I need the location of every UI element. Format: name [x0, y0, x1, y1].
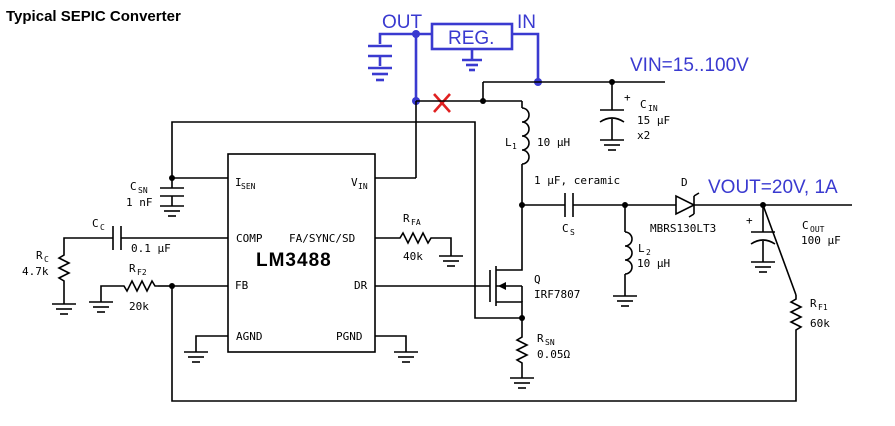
- pin-agnd: AGND: [236, 330, 263, 343]
- cout-value: 100 µF: [801, 234, 841, 247]
- pin-vin: V: [351, 176, 358, 189]
- l2-ref: L: [638, 242, 645, 255]
- rc-sub: C: [44, 255, 49, 264]
- csn-value: 1 nF: [126, 196, 153, 209]
- cs-sub: S: [570, 228, 575, 237]
- pin-dr: DR: [354, 279, 368, 292]
- cout-ref: C: [802, 219, 809, 232]
- ic-name: LM3488: [256, 250, 332, 271]
- rc-value: 4.7k: [22, 265, 49, 278]
- q-ref: Q: [534, 273, 541, 286]
- l1-value: 10 µH: [537, 136, 570, 149]
- cin-extra: x2: [637, 129, 650, 142]
- mosfet-q: Q IRF7807: [375, 265, 580, 321]
- pin-pgnd: PGND: [336, 330, 363, 343]
- pin-fa: FA/SYNC/SD: [289, 232, 355, 245]
- rfa-sub: FA: [411, 218, 421, 227]
- cs-value: 1 µF, ceramic: [534, 174, 620, 187]
- rf1-value: 60k: [810, 317, 830, 330]
- cin-value: 15 µF: [637, 114, 670, 127]
- l1-sub: 1: [512, 142, 517, 151]
- diagram-title: Typical SEPIC Converter: [6, 8, 181, 25]
- fb-network: R F2 20k: [89, 262, 228, 313]
- csn-sub: SN: [138, 186, 148, 195]
- rsn-sub: SN: [545, 338, 555, 347]
- switch-node: [519, 202, 565, 265]
- fa-network: R FA 40k: [375, 212, 463, 267]
- input-rail: [375, 79, 665, 179]
- pin-comp: COMP: [236, 232, 263, 245]
- cout-plus: +: [746, 214, 753, 227]
- cc-value: 0.1 µF: [131, 242, 171, 255]
- regulator-label: REG.: [448, 28, 494, 49]
- cout-sub: OUT: [810, 225, 825, 234]
- l2-value: 10 µH: [637, 257, 670, 270]
- rsn-value: 0.05Ω: [537, 348, 570, 361]
- d-ref: D: [681, 176, 688, 189]
- cin-sub: IN: [648, 104, 658, 113]
- rf2-sub: F2: [137, 268, 147, 277]
- csn-ref: C: [130, 180, 137, 193]
- l1-inductor: L 1 10 µH: [505, 101, 570, 205]
- reg-out-label: OUT: [382, 12, 423, 33]
- ic-grounds: [184, 335, 418, 363]
- cut-mark-icon: [433, 93, 451, 113]
- vin-annotation: VIN=15..100V: [630, 55, 749, 76]
- d-value: MBRS130LT3: [650, 222, 716, 235]
- vout-annotation: VOUT=20V, 1A: [708, 177, 838, 198]
- cc-sub: C: [100, 223, 105, 232]
- reg-out-wire: [378, 32, 432, 44]
- pin-isen-sub: SEN: [241, 182, 256, 191]
- pin-isen: I: [235, 176, 242, 189]
- rc-ref: R: [36, 249, 43, 262]
- cs-ref: C: [562, 222, 569, 235]
- isen-network: C SN 1 nF: [126, 121, 522, 319]
- cin-ref: C: [640, 98, 647, 111]
- l2-inductor: L 2 10 µH: [613, 202, 670, 307]
- reg-in-label: IN: [517, 12, 536, 33]
- rf2-value: 20k: [129, 300, 149, 313]
- rsn-ref: R: [537, 332, 544, 345]
- rf1-sub: F1: [818, 303, 828, 312]
- cs-capacitor: 1 µF, ceramic C S: [534, 174, 676, 237]
- pin-fb: FB: [235, 279, 249, 292]
- cout-capacitor: + C OUT 100 µF: [746, 202, 841, 273]
- rfa-ref: R: [403, 212, 410, 225]
- l1-ref: L: [505, 136, 512, 149]
- rf1-resistor: R F1 60k: [171, 204, 830, 402]
- rfa-value: 40k: [403, 250, 423, 263]
- cin-capacitor: + C IN 15 µF x2: [599, 82, 670, 151]
- l2-sub: 2: [646, 248, 651, 257]
- lm3488-ic: LM3488 I SEN V IN COMP FA/SYNC/SD FB DR …: [227, 153, 376, 353]
- ic-body: [227, 153, 376, 353]
- rsn-resistor: R SN 0.05Ω: [510, 318, 570, 389]
- q-value: IRF7807: [534, 288, 580, 301]
- cin-plus: +: [624, 91, 631, 104]
- diode-d: D MBRS130LT3: [650, 176, 852, 235]
- cc-ref: C: [92, 217, 99, 230]
- reg-in-wire: [512, 32, 540, 82]
- pin-vin-sub: IN: [358, 182, 368, 191]
- comp-network: C C 0.1 µF R C 4.7k: [22, 217, 228, 315]
- vin-junction: [480, 98, 486, 104]
- reg-out-junction: [412, 30, 420, 38]
- rf2-ref: R: [129, 262, 136, 275]
- rf1-ref: R: [810, 297, 817, 310]
